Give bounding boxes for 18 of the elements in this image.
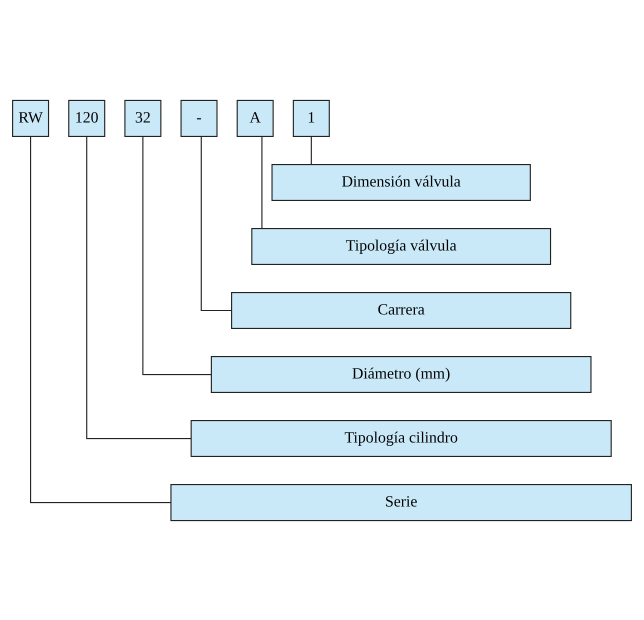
node-box: Carrera xyxy=(231,291,572,329)
node-box: RW xyxy=(12,99,50,136)
node-box: Tipología válvula xyxy=(251,227,552,265)
connector xyxy=(261,136,262,228)
node-box: Tipología cilindro xyxy=(190,420,612,457)
node-box: 1 xyxy=(292,99,330,136)
connector xyxy=(310,136,312,164)
node-box: 32 xyxy=(124,99,162,136)
node-box: 120 xyxy=(68,99,106,136)
node-box: Diámetro (mm) xyxy=(210,355,592,393)
connector xyxy=(200,136,232,311)
node-box: A xyxy=(236,99,274,136)
connector xyxy=(142,136,212,375)
node-box: - xyxy=(180,99,218,136)
node-box: Dimensión válvula xyxy=(271,163,531,200)
connector xyxy=(30,136,171,503)
connector xyxy=(86,136,191,439)
node-box: Serie xyxy=(170,484,632,521)
